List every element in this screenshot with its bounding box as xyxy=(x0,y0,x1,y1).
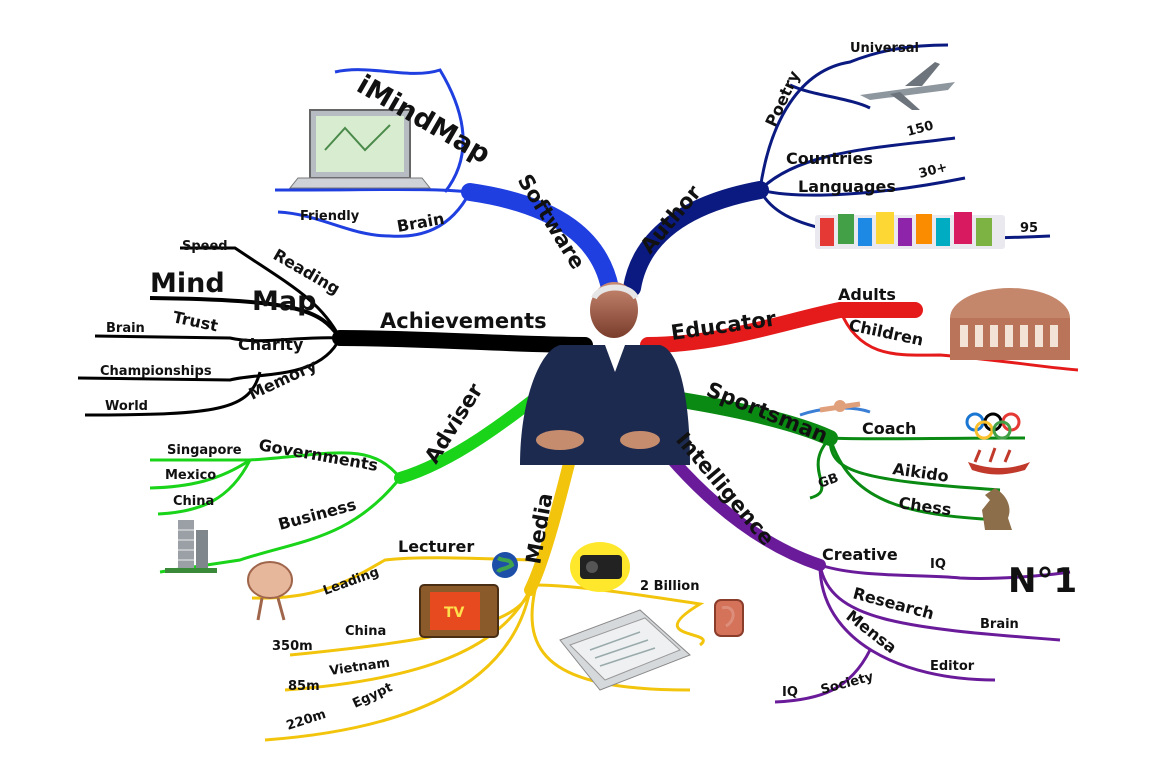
educator-children-label: Children xyxy=(847,315,925,349)
adviser-china-label: China xyxy=(173,494,214,509)
intelligence-editor-label: Editor xyxy=(930,659,975,674)
sportsman-coach-label: Coach xyxy=(862,419,916,438)
newspapers-icon xyxy=(559,609,691,691)
achievements-map-label: Map xyxy=(252,286,316,317)
building-icon xyxy=(950,288,1070,360)
adviser-business-label: Business xyxy=(276,495,358,534)
author-poetry-label: Poetry xyxy=(761,67,804,130)
achievements-championships-label: Championships xyxy=(100,364,212,379)
media-350m-label: 350m xyxy=(272,639,313,654)
author-95-label: 95 xyxy=(1020,221,1038,236)
intelligence-society-label: Society xyxy=(819,669,876,698)
achievements-mind-label: Mind xyxy=(150,268,225,299)
intelligence-label: Intelligence xyxy=(671,428,779,550)
achievements-trust-label: Trust xyxy=(171,307,220,335)
software-label: Software xyxy=(513,170,590,273)
branch-media xyxy=(251,414,705,742)
branch-achievements xyxy=(77,246,593,417)
sportsman-gb-label: GB xyxy=(816,471,840,492)
adviser-singapore-label: Singapore xyxy=(167,443,242,458)
media-china-label: China xyxy=(345,624,386,639)
media-2billion-label: 2 Billion xyxy=(640,579,700,594)
radio-icon xyxy=(570,542,630,592)
intelligence-iq-label: IQ xyxy=(930,557,946,572)
achievements-world-label: World xyxy=(105,399,148,414)
author-universal-label: Universal xyxy=(850,41,919,56)
media-leading-label: Leading xyxy=(321,565,381,599)
adviser-governments-label: Governments xyxy=(257,435,379,475)
intelligence-brain-label: Brain xyxy=(980,617,1019,632)
laptop-icon xyxy=(288,109,432,189)
media-lecturer-label: Lecturer xyxy=(398,537,474,556)
author-30-label: 30+ xyxy=(917,160,949,182)
rowing-boat-icon xyxy=(968,447,1030,475)
software-friendly-label: Friendly xyxy=(300,209,360,224)
educator-adults-label: Adults xyxy=(838,285,896,304)
media-egypt-label: Egypt xyxy=(350,680,395,711)
intelligence-no1-label: N°1 xyxy=(1008,561,1077,601)
intelligence-creative-label: Creative xyxy=(822,545,898,564)
intelligence-iq2-label: IQ xyxy=(782,685,798,700)
media-85m-label: 85m xyxy=(288,679,320,694)
achievements-speed-label: Speed xyxy=(182,239,228,254)
author-countries-label: Countries xyxy=(786,149,873,168)
author-150-label: 150 xyxy=(905,118,935,140)
branch-software xyxy=(274,68,619,297)
airplane-icon xyxy=(860,62,955,110)
media-220m-label: 220m xyxy=(285,707,328,734)
sportsman-chess-label: Chess xyxy=(897,493,952,519)
author-languages-label: Languages xyxy=(798,177,896,196)
achievements-charity-label: Charity xyxy=(238,335,304,354)
ear-icon xyxy=(714,599,744,637)
skyscraper-icon xyxy=(165,520,217,573)
globe-icon xyxy=(492,552,518,578)
chess-knight-icon xyxy=(982,488,1012,530)
branch-educator xyxy=(640,302,1079,372)
svg-text:TV: TV xyxy=(444,605,465,621)
tv-icon: TV xyxy=(419,584,499,638)
media-vietnam-label: Vietnam xyxy=(328,656,390,679)
achievements-brain-label: Brain xyxy=(106,321,145,336)
adviser-mexico-label: Mexico xyxy=(165,468,216,483)
software-brain-label: Brain xyxy=(395,209,445,236)
achievements-label: Achievements xyxy=(380,309,547,333)
olympic-rings-icon xyxy=(965,412,1021,440)
center-portrait xyxy=(520,282,690,465)
swimmer-icon xyxy=(799,400,871,417)
books-icon xyxy=(815,212,1005,249)
brain-character-icon xyxy=(247,561,293,621)
labels: Software iMindMap Brain Friendly Author … xyxy=(100,41,1077,734)
